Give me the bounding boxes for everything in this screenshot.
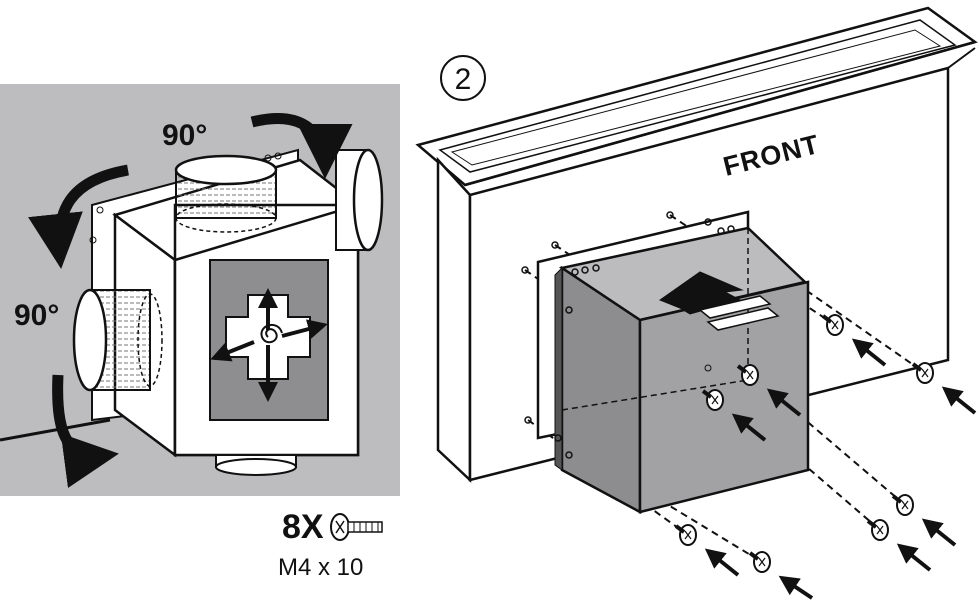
hood-body — [436, 156, 472, 483]
rotate-arrow-top-left — [28, 164, 129, 269]
push-arrow — [896, 543, 932, 572]
push-arrow — [731, 413, 767, 442]
screw — [821, 314, 887, 367]
hood-assembly: 2 FRONT — [415, 6, 978, 563]
airflow-direction-arrow — [658, 271, 780, 331]
step-circle — [440, 55, 486, 101]
step-number: 2 — [455, 63, 472, 96]
screw-legend: 8X M4 x 10 — [278, 508, 383, 581]
top-spigot — [174, 154, 278, 233]
bottom-spigot — [215, 454, 297, 476]
plenum-box-front — [638, 280, 810, 514]
screw — [736, 364, 802, 417]
screw-quantity: 8X — [282, 508, 324, 546]
angle-label-left: 90° — [14, 299, 59, 332]
push-arrow — [778, 575, 814, 600]
screw — [911, 362, 977, 415]
push-arrow — [851, 338, 887, 367]
rotate-arrow-top-right — [250, 113, 353, 179]
rotation-panel: 90° 90° — [0, 84, 400, 496]
rotate-arrow-bottom-left — [52, 374, 119, 488]
rotate-any-direction-icon — [210, 288, 328, 402]
angle-label-top: 90° — [162, 119, 207, 152]
screw — [701, 389, 767, 442]
screws-group — [674, 314, 977, 600]
left-spigot — [72, 288, 163, 392]
push-arrow — [921, 518, 957, 547]
screw — [866, 519, 932, 572]
push-arrow — [704, 548, 740, 577]
screw-icon — [330, 513, 383, 541]
push-arrow — [766, 388, 802, 417]
screw — [891, 494, 957, 547]
push-arrow — [941, 386, 977, 415]
screw — [674, 524, 740, 577]
screw-size: M4 x 10 — [278, 554, 363, 581]
screw — [748, 551, 814, 600]
right-spigot — [335, 148, 384, 252]
